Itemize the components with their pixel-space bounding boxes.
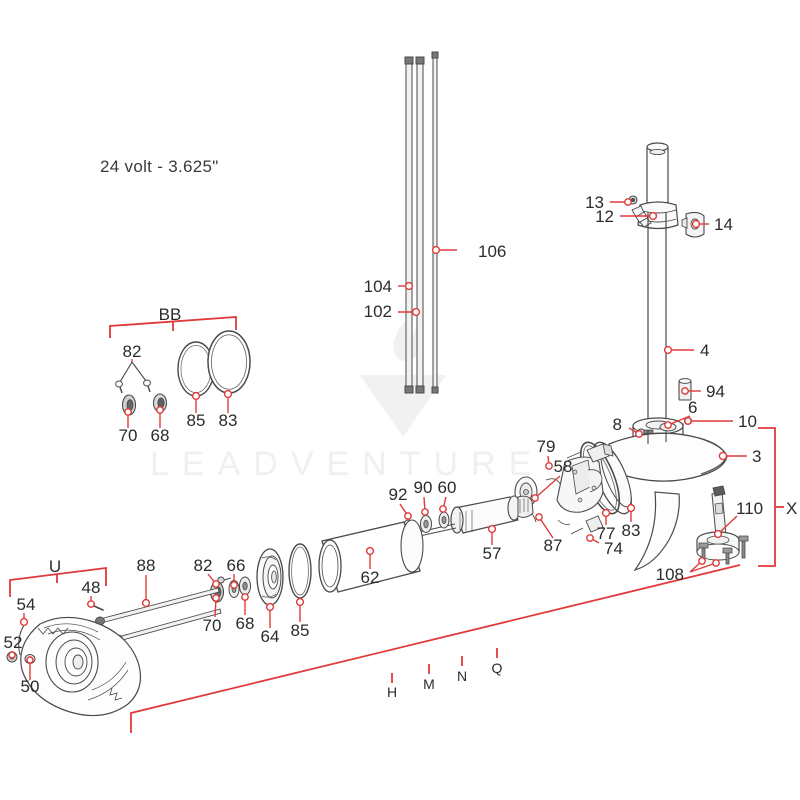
callout-110: 110: [736, 499, 763, 518]
group-bracket-bb: [109, 316, 237, 338]
callout-8: 8: [613, 415, 622, 434]
callout-102: 102: [364, 302, 392, 321]
callout-83-top: 83: [219, 411, 238, 430]
part-102-cable: [415, 56, 425, 394]
part-62-motor-tube: [318, 519, 424, 593]
watermark-text: LEADVENTURE: [150, 445, 544, 483]
group-bracket-u: [9, 566, 107, 597]
callout-dots: [8, 198, 728, 664]
callout-64: 64: [261, 627, 280, 646]
tick-label-h: H: [387, 684, 397, 700]
part-60-washer: [438, 511, 450, 529]
part-108-screws: [698, 535, 749, 565]
cable-group: [404, 51, 439, 394]
callout-104: 104: [364, 277, 392, 296]
callout-14: 14: [714, 215, 733, 234]
callout-10: 10: [738, 412, 757, 431]
part-57-armature: [402, 495, 534, 540]
part-79-brush: [566, 443, 614, 463]
callout-74: 74: [604, 539, 623, 558]
group-label-x: X: [786, 499, 797, 518]
group-label-bb: BB: [159, 305, 182, 324]
callout-58: 58: [554, 457, 573, 476]
callout-70-top: 70: [119, 426, 138, 445]
part-82-clip-lower: [217, 576, 232, 584]
callout-labels: 106 104 102 13 12 14 4 94 6 10 8 3 110 1…: [4, 193, 764, 696]
callout-85-top: 85: [187, 411, 206, 430]
callout-57: 57: [483, 544, 502, 563]
upper-shaft-assembly: [628, 142, 705, 430]
part-64-end-bell: [256, 548, 284, 606]
callout-12: 12: [595, 207, 614, 226]
group-bracket-x: [758, 427, 784, 567]
tick-label-q: Q: [492, 660, 503, 676]
callout-92: 92: [389, 485, 408, 504]
tick-label-n: N: [457, 668, 467, 684]
part-83-oring-top: [207, 330, 251, 394]
callout-90: 90: [414, 478, 433, 497]
propeller-assembly: [18, 616, 141, 717]
part-85-oring-lower: [288, 543, 312, 599]
callout-68-top: 68: [151, 426, 170, 445]
part-74-brush: [570, 515, 604, 535]
callout-4: 4: [700, 341, 709, 360]
callout-88: 88: [137, 556, 156, 575]
leader-110: [717, 515, 738, 535]
callout-54: 54: [17, 595, 36, 614]
part-68-washer-lower: [239, 576, 251, 596]
callout-50: 50: [21, 677, 40, 696]
callout-83-right: 83: [622, 521, 641, 540]
callout-62: 62: [361, 568, 380, 587]
callout-6: 6: [688, 398, 697, 417]
tick-label-m: M: [423, 676, 435, 692]
callout-70-bottom: 70: [203, 616, 222, 635]
leader-58: [534, 475, 561, 499]
group-label-u: U: [49, 557, 61, 576]
page-title: 24 volt - 3.625": [100, 157, 219, 176]
callout-79: 79: [537, 437, 556, 456]
mount-base-assembly: [696, 485, 749, 565]
callout-60: 60: [438, 478, 457, 497]
callout-13: 13: [585, 193, 604, 212]
watermark: LEADVENTURE: [150, 317, 544, 483]
callout-94: 94: [706, 382, 725, 401]
leader-87: [538, 516, 554, 539]
callout-48: 48: [82, 578, 101, 597]
part-90-washer: [420, 515, 432, 533]
callout-66: 66: [227, 556, 246, 575]
callout-87: 87: [544, 536, 563, 555]
bottom-main-bracket: [130, 564, 741, 733]
callout-77: 77: [597, 524, 616, 543]
part-104-cable: [404, 56, 414, 394]
callout-3: 3: [752, 447, 761, 466]
part-82-clips: [115, 361, 151, 394]
callout-52: 52: [4, 633, 23, 652]
callout-82-bottom: 82: [194, 556, 213, 575]
callout-106: 106: [478, 242, 506, 261]
part-106-cable: [431, 51, 439, 394]
callout-85-bottom: 85: [291, 621, 310, 640]
callout-68-bottom: 68: [236, 614, 255, 633]
callout-108: 108: [656, 565, 684, 584]
callout-82-top: 82: [123, 342, 142, 361]
